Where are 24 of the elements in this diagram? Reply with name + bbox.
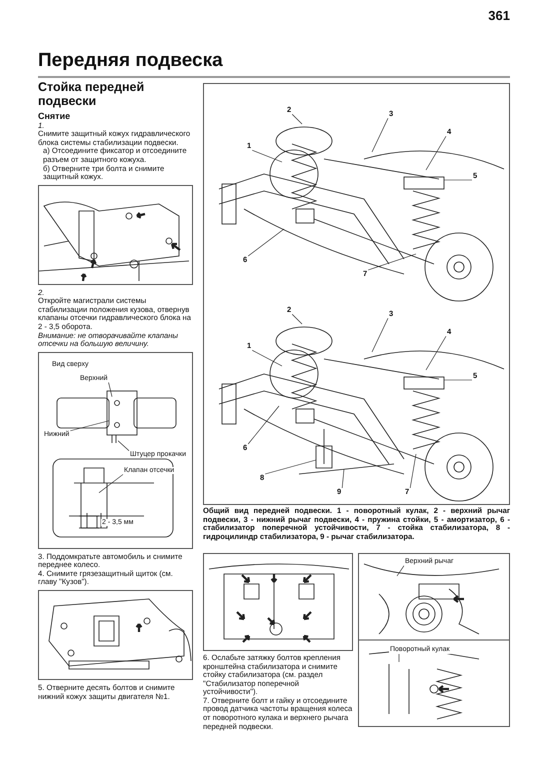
leader-line xyxy=(410,454,416,488)
section-heading: Стойка передней подвески xyxy=(38,81,146,108)
leader-line xyxy=(398,653,400,662)
leader-line xyxy=(118,440,130,452)
leader-line xyxy=(248,406,280,444)
leader-line xyxy=(252,350,282,366)
leader-line xyxy=(98,474,124,494)
leader-line xyxy=(108,382,112,398)
leader-line xyxy=(292,314,302,324)
leader-line xyxy=(426,136,446,170)
page-number: 361 xyxy=(488,8,510,23)
leader-line xyxy=(248,228,284,256)
leader-line xyxy=(396,565,404,576)
leader-line xyxy=(292,114,302,124)
subsection-heading: Снятие xyxy=(38,110,72,121)
leader-line xyxy=(342,468,344,488)
page-title: Передняя подвеска xyxy=(38,50,223,72)
leader-line xyxy=(368,254,416,270)
leader-line xyxy=(70,420,110,432)
leader-line xyxy=(372,118,388,152)
leader-line xyxy=(264,460,316,474)
leader-line xyxy=(426,336,446,370)
leader-line xyxy=(252,150,282,162)
leader-line xyxy=(372,318,388,352)
